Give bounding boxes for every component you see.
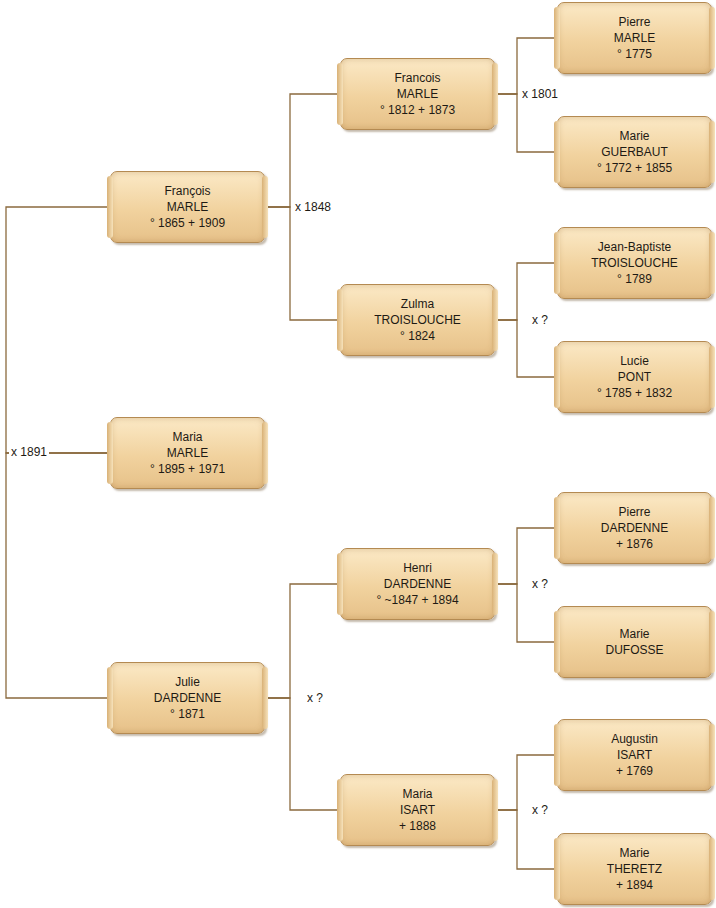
given-name: Augustin (611, 731, 658, 747)
surname: DARDENNE (601, 520, 668, 536)
given-name: Zulma (401, 296, 434, 312)
person-box: MarieTHERETZ+ 1894 (557, 833, 712, 905)
surname: ISART (617, 747, 652, 763)
person-box: HenriDARDENNE° ~1847 + 1894 (340, 548, 495, 620)
dates: ° 1812 + 1873 (380, 102, 455, 118)
surname: DUFOSSE (605, 642, 663, 658)
given-name: Marie (619, 626, 649, 642)
person-box: MariaMARLE° 1895 + 1971 (110, 417, 265, 489)
family-link (265, 94, 340, 207)
given-name: Jean-Baptiste (598, 239, 671, 255)
person-box: JulieDARDENNE° 1871 (110, 662, 265, 734)
given-name: Francois (394, 70, 440, 86)
surname: TROISLOUCHE (374, 312, 461, 328)
surname: DARDENNE (154, 690, 221, 706)
family-link (495, 528, 557, 584)
surname: PONT (618, 369, 651, 385)
family-link (495, 263, 557, 320)
given-name: Julie (175, 674, 200, 690)
marriage-label: x ? (530, 577, 550, 591)
given-name: Marie (619, 128, 649, 144)
marriage-label: x 1891 (9, 445, 49, 459)
person-box: LuciePONT° 1785 + 1832 (557, 341, 712, 413)
family-link (265, 584, 340, 698)
surname: TROISLOUCHE (591, 255, 678, 271)
person-box: Jean-BaptisteTROISLOUCHE° 1789 (557, 227, 712, 299)
dates: ° 1789 (617, 271, 652, 287)
dates: + 1894 (616, 877, 653, 893)
dates: + 1876 (616, 536, 653, 552)
given-name: Marie (619, 845, 649, 861)
given-name: Pierre (618, 504, 650, 520)
person-box: FrancoisMARLE° 1812 + 1873 (340, 58, 495, 130)
dates: ° 1824 (400, 328, 435, 344)
surname: MARLE (167, 199, 208, 215)
dates: ° 1772 + 1855 (597, 160, 672, 176)
dates: ° ~1847 + 1894 (376, 592, 458, 608)
surname: ISART (400, 802, 435, 818)
person-box: PierreDARDENNE+ 1876 (557, 492, 712, 564)
dates: + 1888 (399, 818, 436, 834)
family-link (6, 453, 110, 698)
dates: ° 1865 + 1909 (150, 215, 225, 231)
marriage-label: x 1848 (293, 200, 333, 214)
dates: + 1769 (616, 763, 653, 779)
dates: ° 1785 + 1832 (597, 385, 672, 401)
marriage-label: x ? (305, 691, 325, 705)
dates: ° 1895 + 1971 (150, 461, 225, 477)
person-box: MariaISART+ 1888 (340, 774, 495, 846)
given-name: Henri (403, 560, 432, 576)
given-name: François (164, 183, 210, 199)
person-box: FrançoisMARLE° 1865 + 1909 (110, 171, 265, 243)
given-name: Lucie (620, 353, 649, 369)
dates: ° 1871 (170, 706, 205, 722)
given-name: Maria (402, 786, 432, 802)
person-box: AugustinISART+ 1769 (557, 719, 712, 791)
given-name: Maria (172, 429, 202, 445)
person-box: MarieDUFOSSE (557, 606, 712, 678)
family-link (495, 810, 557, 869)
family-link (495, 38, 557, 94)
family-link (495, 94, 557, 152)
surname: THERETZ (607, 861, 662, 877)
person-box: MarieGUERBAUT° 1772 + 1855 (557, 116, 712, 188)
surname: MARLE (397, 86, 438, 102)
surname: MARLE (614, 30, 655, 46)
dates: ° 1775 (617, 46, 652, 62)
family-link (265, 207, 340, 320)
family-link (265, 698, 340, 810)
given-name: Pierre (618, 14, 650, 30)
person-box: PierreMARLE° 1775 (557, 2, 712, 74)
family-link (495, 584, 557, 642)
family-link (495, 755, 557, 810)
marriage-label: x ? (530, 313, 550, 327)
marriage-label: x 1801 (520, 87, 560, 101)
surname: DARDENNE (384, 576, 451, 592)
family-link (6, 207, 110, 453)
surname: MARLE (167, 445, 208, 461)
marriage-label: x ? (530, 803, 550, 817)
surname: GUERBAUT (601, 144, 668, 160)
family-link (495, 320, 557, 377)
person-box: ZulmaTROISLOUCHE° 1824 (340, 284, 495, 356)
